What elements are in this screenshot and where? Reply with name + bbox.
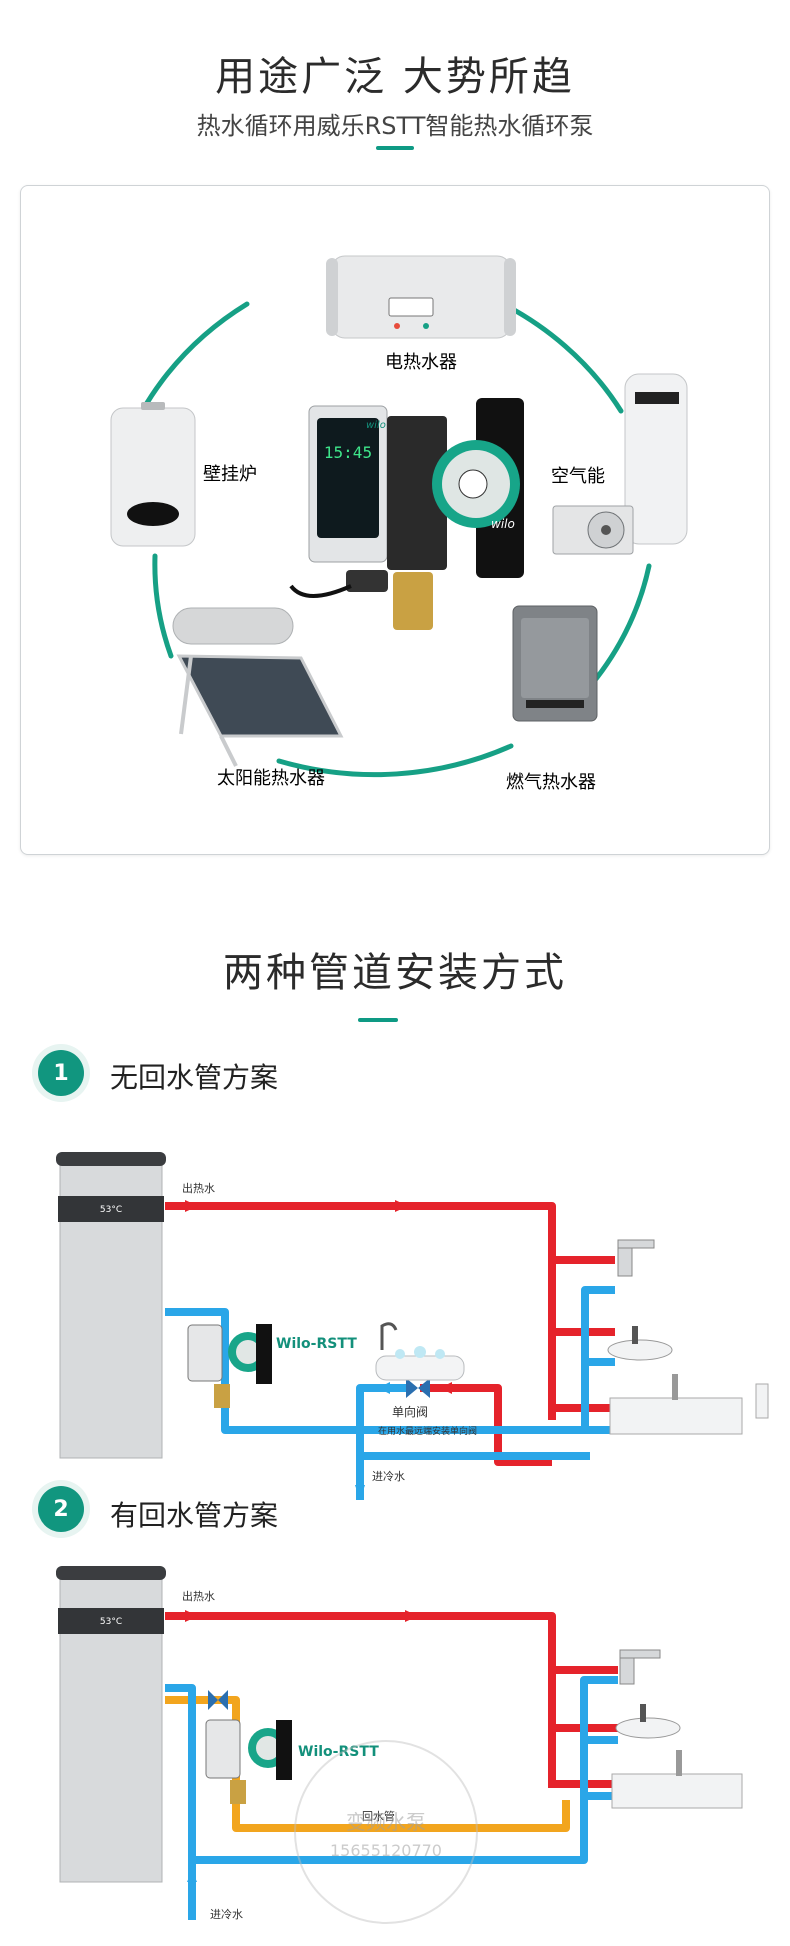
pump-display: 15:45 xyxy=(324,443,372,462)
scheme-1-cold-label: 进冷水 xyxy=(372,1470,405,1483)
scheme-2-check-valve xyxy=(208,1690,228,1710)
page-title: 用途广泛 大势所趋 xyxy=(215,54,575,100)
install-title: 两种管道安装方式 xyxy=(223,950,567,996)
scheme-2-pump xyxy=(205,1719,292,1804)
scheme-1-cold-pipes xyxy=(165,1286,615,1500)
watermark-phone: 15655120770 xyxy=(330,1841,442,1860)
scheme-1-tank: 53°C xyxy=(56,1152,166,1459)
pump-image: 15:45 wilo wilo xyxy=(289,398,524,630)
gas-heater-image xyxy=(512,605,598,722)
watermark-text: 变频水泵 xyxy=(346,1810,426,1834)
scheme-2-hot-label: 出热水 xyxy=(182,1589,215,1603)
page-subtitle: 热水循环用威乐RSTT智能热水循环泵 xyxy=(196,112,594,140)
watermark-seal: 变频水泵 15655120770 xyxy=(294,1740,478,1924)
scheme-1-title: 无回水管方案 xyxy=(110,1061,279,1094)
scheme-1-valve-label: 单向阀 xyxy=(392,1404,428,1419)
label-electric-heater: 电热水器 xyxy=(385,352,457,373)
scheme-2-tank: 53°C xyxy=(56,1566,166,1883)
scheme-1-hot-pipes xyxy=(165,1202,615,1466)
air-source-image xyxy=(552,373,688,555)
scheme-2-tank-display: 53°C xyxy=(100,1617,122,1627)
scheme-1-hot-label: 出热水 xyxy=(182,1181,215,1195)
scheme-1-pump xyxy=(187,1324,272,1408)
scheme-1-tank-display: 53°C xyxy=(100,1205,122,1215)
label-boiler: 壁挂炉 xyxy=(203,464,257,485)
label-air-source: 空气能 xyxy=(551,466,605,487)
label-solar: 太阳能热水器 xyxy=(217,768,325,789)
scheme-2-title: 有回水管方案 xyxy=(110,1499,279,1532)
solar-heater-image xyxy=(172,607,344,767)
scheme-2-fixtures xyxy=(611,1649,743,1809)
electric-heater-image xyxy=(326,255,516,339)
applications-diagram: 15:45 wilo wilo 电热水器 壁挂炉 空气能 太阳能热水器 燃气热水… xyxy=(110,255,688,793)
scheme-1-bathtub xyxy=(375,1322,465,1381)
step-2-badge: 2 xyxy=(38,1486,84,1532)
title-divider xyxy=(376,146,414,150)
step-1-badge: 1 xyxy=(38,1050,84,1096)
scheme-1-valve-note: 在用水最远端安装单向阀 xyxy=(378,1425,477,1437)
scheme-2-diagram: 53°C 出热水 Wilo-RSTT 回水管 进冷水 xyxy=(56,1566,743,1921)
install-divider xyxy=(358,1018,398,1022)
boiler-image xyxy=(110,402,196,547)
svg-text:wilo: wilo xyxy=(491,517,515,531)
scheme-1-diagram: 53°C xyxy=(56,1152,769,1500)
scheme-1-check-valve xyxy=(406,1378,430,1398)
scheme-1-pump-label: Wilo-RSTT xyxy=(276,1336,357,1352)
ring-arc-bottom xyxy=(276,743,514,778)
label-gas-heater: 燃气热水器 xyxy=(506,772,596,793)
ring-arc-left xyxy=(152,553,174,659)
svg-text:wilo: wilo xyxy=(366,420,386,431)
applications-card: 15:45 wilo wilo 电热水器 壁挂炉 空气能 太阳能热水器 燃气热水… xyxy=(20,185,770,855)
scheme-1-fixtures xyxy=(607,1239,769,1435)
scheme-2-cold-label: 进冷水 xyxy=(210,1908,243,1921)
